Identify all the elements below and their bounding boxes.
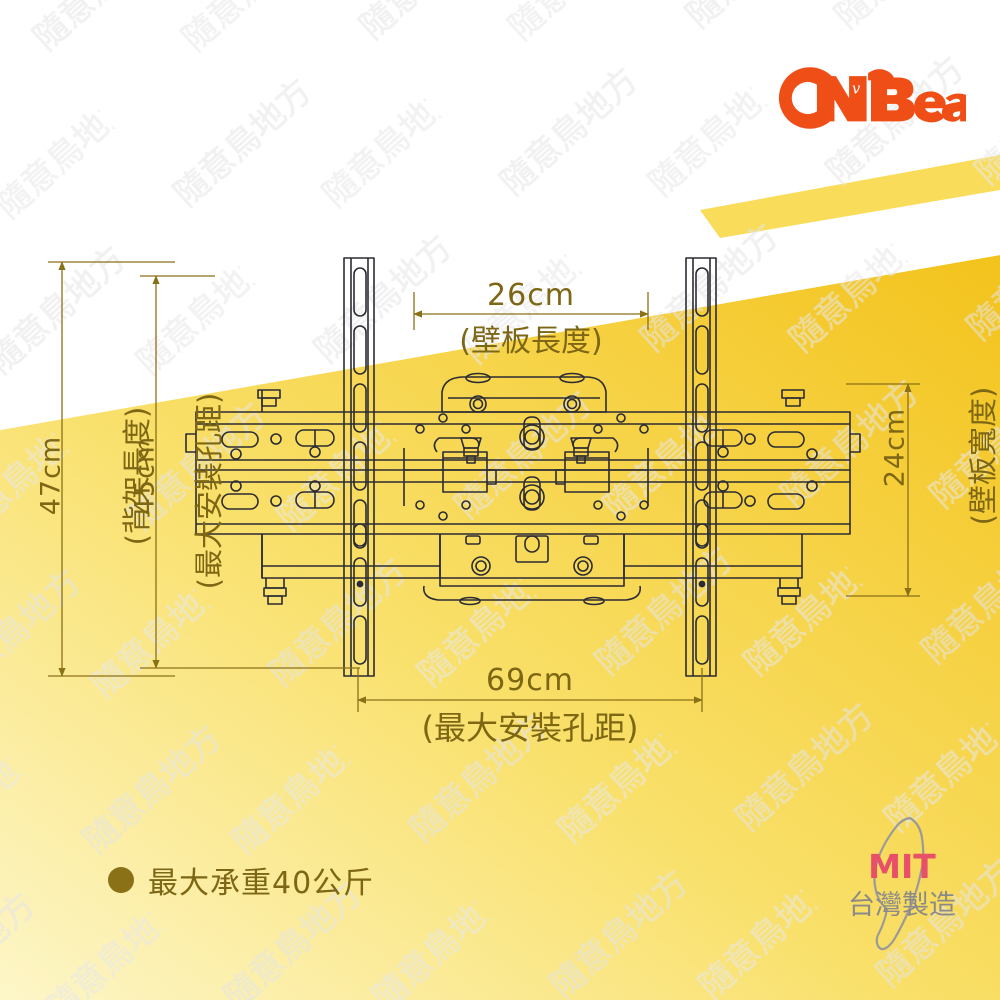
max-load-spec: 最大承重40公斤 [108, 858, 374, 902]
brand-logo: v [778, 67, 966, 129]
origin-badge: MIT 台灣製造 [848, 816, 956, 951]
vertical-rail-left [343, 257, 375, 677]
horizontal-arm-lower [195, 470, 851, 535]
mit-subtitle: 台灣製造 [848, 890, 956, 921]
vertical-rail-right [685, 257, 717, 677]
center-hub-bolts [519, 416, 545, 511]
pivot-screws [460, 437, 592, 464]
mounting-holes-right [703, 429, 818, 510]
bolt-top-right [781, 389, 805, 407]
horizontal-arm-upper [185, 411, 861, 471]
bolt-left [261, 534, 287, 605]
bullet-icon [108, 867, 134, 893]
logo-sub-letter: v [852, 81, 861, 98]
bolt-top-left [257, 389, 281, 412]
center-pivot-top-cover [441, 372, 607, 413]
side-extension-right [623, 534, 803, 579]
mit-title: MIT [868, 847, 936, 886]
inner-plate-holes [415, 413, 649, 521]
bolt-right [777, 578, 801, 605]
mounting-holes-left [221, 429, 335, 510]
slider-block-left [433, 437, 497, 493]
max-load-text: 最大承重40公斤 [148, 866, 375, 901]
inner-plate-body [403, 448, 649, 506]
taiwan-island-icon [873, 816, 925, 951]
slider-block-right [555, 437, 619, 493]
